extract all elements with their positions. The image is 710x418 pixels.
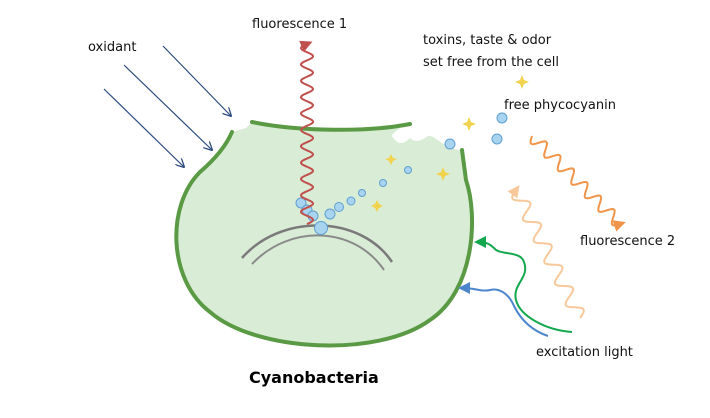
diagram-title: Cyanobacteria (249, 368, 379, 387)
fluorescence-2-wave (529, 135, 626, 232)
oxidant-arrow (103, 88, 184, 167)
toxins-label-line2: set free from the cell (423, 55, 559, 70)
phycocyanin-particle-icon (496, 112, 508, 124)
phycocyanin-particle-icon (358, 189, 366, 197)
fluorescence-1-wave (299, 40, 315, 225)
phycocyanin-particle-icon (404, 166, 412, 174)
sparkle-star-icon (385, 154, 397, 165)
free-phycocyanin-label: free phycocyanin (504, 98, 616, 113)
phycocyanin-particle-icon (295, 197, 307, 209)
cell-outline-left (174, 130, 475, 348)
phycocyanin-particle-icon (444, 138, 456, 150)
phycocyanin-particle-icon (346, 196, 356, 206)
cell-outline-top (250, 120, 412, 132)
sparkle-star-icon (436, 167, 450, 181)
oxidant-arrow (123, 64, 212, 150)
toxins-label-line1: toxins, taste & odor (423, 33, 552, 48)
phycocyanin-particle-icon (324, 208, 336, 220)
sparkle-star-icon (371, 200, 383, 212)
sparkle-star-icon (462, 117, 476, 131)
excitation-light-green (474, 236, 573, 333)
phycocyanin-particle-icon (491, 133, 503, 145)
fluorescence-2-label: fluorescence 2 (580, 234, 676, 249)
phycocyanin-particle-icon (379, 179, 387, 187)
oxidant-arrow (162, 45, 231, 116)
toxin-sparkles (371, 75, 529, 212)
phycocyanin-particle-icon (334, 202, 344, 212)
sparkle-star-icon (515, 75, 529, 89)
oxidant-label: oxidant (88, 40, 137, 55)
fluorescence-2-faded-wave (507, 185, 585, 319)
phycocyanin-particle-icon (314, 221, 328, 235)
excitation-light-blue (458, 282, 549, 337)
oxidant-arrows (103, 45, 231, 167)
excitation-light-label: excitation light (536, 345, 633, 360)
fluorescence-1-label: fluorescence 1 (252, 17, 348, 32)
phycocyanin-particles (295, 112, 508, 235)
